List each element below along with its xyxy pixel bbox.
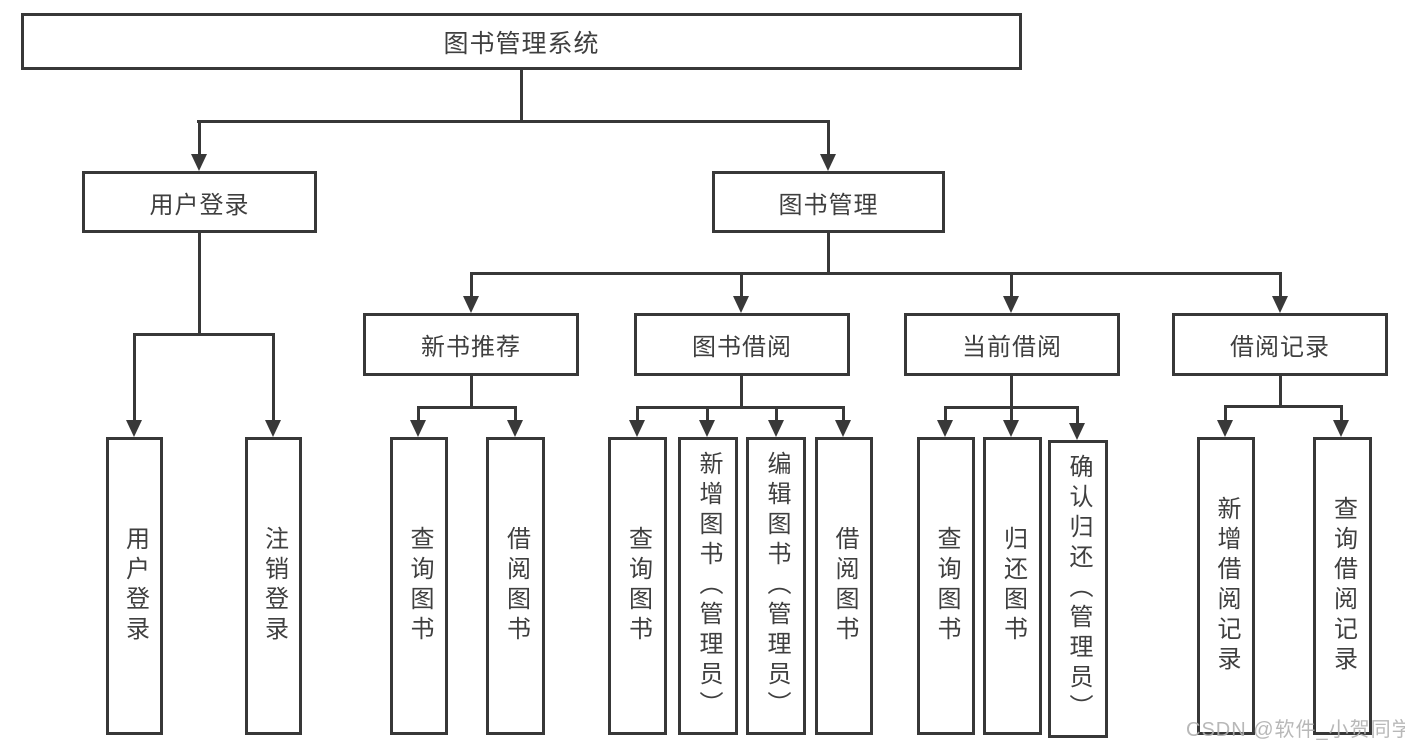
node-library-management-system: 图书管理系统 [21,13,1022,70]
node-borrowing-records-label: 借阅记录 [1230,334,1330,361]
connector-arrow-nb-borrow [507,406,523,437]
connector-bookmgmt-stem [827,233,830,272]
node-leaf-logout: 注销登录 [245,437,302,735]
connector-arrow-cb-confirm [1069,406,1085,440]
node-book-management: 图书管理 [712,171,945,233]
node-bb-add-book-admin: 新增图书（管理员） [678,437,738,735]
node-bb-edit-book-admin: 编辑图书（管理员） [746,437,806,735]
node-new-book-recommendation-label: 新书推荐 [421,334,521,361]
connector-arrow-rec-query [1333,405,1349,437]
node-bb-borrow-books: 借阅图书 [815,437,873,735]
connector-arrow-book-management [820,120,836,171]
csdn-watermark: CSDN @软件_小贺同学 [1186,719,1405,741]
connector-records-branch [1224,405,1343,408]
connector-arrow-bb-borrow [835,406,851,437]
node-borrowing-records: 借阅记录 [1172,313,1388,376]
connector-root-branch [197,120,830,123]
node-library-management-system-label: 图书管理系统 [443,29,600,58]
node-nb-borrow-books: 借阅图书 [486,437,545,735]
connector-arrow-nb-query [410,406,426,437]
connector-userlogin-branch [133,333,275,336]
connector-arrow-book-borrow [733,272,749,313]
connector-arrow-user-login [191,120,207,171]
node-leaf-logout-label: 注销登录 [260,526,288,646]
node-leaf-user-login-label: 用户登录 [121,526,149,646]
node-nb-query-books: 查询图书 [390,437,448,735]
node-bb-borrow-books-label: 借阅图书 [831,526,858,646]
connector-arrow-cb-return [1003,406,1019,437]
connector-records-stem [1279,376,1282,405]
node-cb-query-books: 查询图书 [917,437,975,735]
connector-arrow-borrow-records [1272,272,1288,313]
connector-arrow-cb-query [937,406,953,437]
node-cb-confirm-return-admin-label: 确认归还（管理员） [1065,454,1092,724]
node-user-login-label: 用户登录 [149,191,250,219]
connector-newbook-stem [470,376,473,406]
connector-arrow-bb-query [629,406,645,437]
node-leaf-user-login: 用户登录 [106,437,163,735]
node-cb-confirm-return-admin: 确认归还（管理员） [1048,440,1108,738]
node-cb-return-books-label: 归还图书 [999,526,1027,646]
node-nb-query-books-label: 查询图书 [406,526,433,646]
connector-arrow-new-book [463,272,479,313]
connector-arrow-current-borrow [1003,272,1019,313]
connector-arrow-leaf-user-login [126,333,142,437]
connector-arrow-bb-add [699,406,715,437]
node-bb-edit-book-admin-label: 编辑图书（管理员） [763,451,790,721]
node-bb-query-books: 查询图书 [608,437,667,735]
node-cb-return-books: 归还图书 [983,437,1042,735]
connector-bookmgmt-branch [470,272,1282,275]
connector-root-stem [520,70,523,120]
node-current-borrowing-label: 当前借阅 [962,334,1062,361]
node-rec-add-borrow-record: 新增借阅记录 [1197,437,1255,735]
node-bb-query-books-label: 查询图书 [624,526,652,646]
connector-arrow-bb-edit [768,406,784,437]
node-rec-query-borrow-record-label: 查询借阅记录 [1329,496,1357,676]
connector-arrow-leaf-logout [265,333,281,437]
connector-newbook-branch [417,406,517,409]
node-bb-add-book-admin-label: 新增图书（管理员） [695,451,722,721]
node-rec-add-borrow-record-label: 新增借阅记录 [1213,496,1240,676]
node-cb-query-books-label: 查询图书 [933,526,960,646]
node-book-management-label: 图书管理 [778,191,879,219]
node-new-book-recommendation: 新书推荐 [363,313,579,376]
node-rec-query-borrow-record: 查询借阅记录 [1313,437,1372,735]
connector-userlogin-stem [198,233,201,333]
node-book-borrowing-label: 图书借阅 [692,334,792,361]
connector-bookborrow-branch [636,406,844,409]
node-book-borrowing: 图书借阅 [634,313,850,376]
node-user-login: 用户登录 [82,171,317,233]
node-current-borrowing: 当前借阅 [904,313,1120,376]
connector-arrow-rec-add [1217,405,1233,437]
connector-currentborrow-stem [1010,376,1013,406]
connector-bookborrow-stem [740,376,743,406]
node-nb-borrow-books-label: 借阅图书 [502,526,530,646]
